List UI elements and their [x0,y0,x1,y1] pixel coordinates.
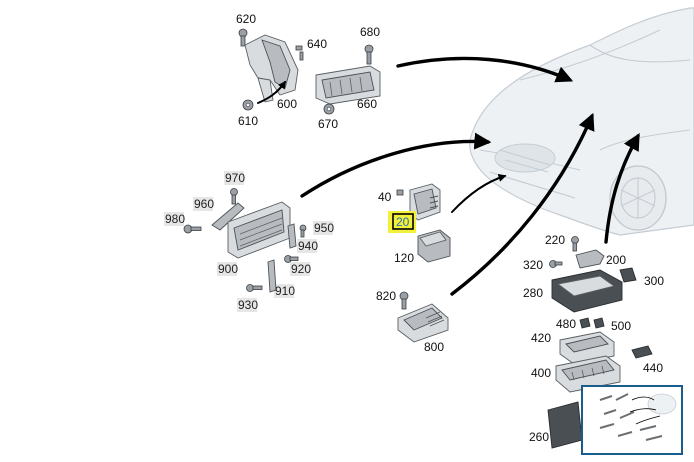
inset-thumbnail [581,385,683,455]
bracket-200 [575,249,605,269]
module-120 [417,229,451,263]
label-640: 640 [307,37,327,51]
part-500 [593,317,605,329]
label-500: 500 [611,319,631,333]
bolt-640 [295,45,304,61]
bolt-970 [230,188,238,205]
part-480 [579,317,591,329]
label-400: 400 [531,366,551,380]
bolt-620 [238,28,248,47]
module-800 [397,303,449,343]
label-930: 930 [238,298,258,312]
nut-610 [242,99,254,111]
label-box-920 [290,262,310,276]
label-820: 820 [376,289,396,303]
label-610: 610 [238,114,258,128]
label-960: 960 [194,197,214,211]
label-box-960 [193,197,213,211]
car-illustration [469,7,694,236]
bolt-820 [399,291,409,310]
label-box-910 [274,284,294,298]
group-right: 220 200 320 300 280 480 500 420 440 400 … [523,233,664,449]
label-440: 440 [643,361,663,375]
label-480: 480 [556,317,576,331]
label-120: 120 [394,251,414,265]
arrow-right-group [604,133,640,244]
label-680: 680 [360,25,380,39]
label-box-940 [297,239,317,253]
label-600: 600 [277,97,297,111]
arrow-left-group [300,132,492,198]
label-320: 320 [523,258,543,272]
label-950: 950 [314,221,334,235]
label-910: 910 [275,284,295,298]
bolt-220 [571,236,579,252]
label-40: 40 [378,190,392,204]
bolt-980 [183,224,202,234]
bolt-930 [246,284,263,292]
module-400 [555,355,621,393]
bracket-940 [287,223,297,249]
module-260 [547,401,583,449]
bracket-600 [244,34,299,103]
label-800: 800 [424,340,444,354]
arrow-top-group [396,56,574,83]
fusebox-660 [315,65,381,105]
label-940: 940 [298,239,318,253]
bolt-680 [364,44,374,65]
bracket-960 [211,202,245,231]
nut-320 [549,260,563,268]
module-300 [619,267,637,283]
group-left: 970 960 980 950 940 900 920 910 930 [164,171,334,312]
label-box-900 [217,262,237,276]
arrow-module-800 [450,112,595,296]
label-220: 220 [545,233,565,247]
label-920: 920 [291,262,311,276]
label-20: 20 [396,215,410,229]
label-970: 970 [225,171,245,185]
group-top: 620 640 680 600 660 610 670 [236,12,381,131]
arrow-module-20 [451,174,507,213]
bolt-950 [299,224,307,238]
label-box-950 [313,221,333,235]
label-box-980 [164,212,184,226]
nut-670 [323,103,335,115]
label-box-930 [237,298,257,312]
part-440 [631,345,653,359]
group-middle: 40 20 120 [378,183,451,265]
label-box-970 [224,171,244,185]
module-20 [409,183,441,221]
label-980: 980 [165,212,185,226]
label-670: 670 [318,117,338,131]
label-620: 620 [236,12,256,26]
label-200: 200 [606,253,626,267]
label-260: 260 [529,430,549,444]
module-420 [559,331,615,365]
label-420: 420 [531,331,551,345]
label-660: 660 [357,97,377,111]
label-280: 280 [523,286,543,300]
highlight-20-frame [392,213,414,230]
bolt-920 [284,255,299,263]
module-280 [551,269,623,313]
group-800: 820 800 [376,289,449,354]
arrows [300,56,640,296]
clip-40 [396,189,404,196]
label-900: 900 [218,262,238,276]
highlight-20 [388,211,416,233]
label-300: 300 [644,274,664,288]
bracket-910 [267,259,277,293]
